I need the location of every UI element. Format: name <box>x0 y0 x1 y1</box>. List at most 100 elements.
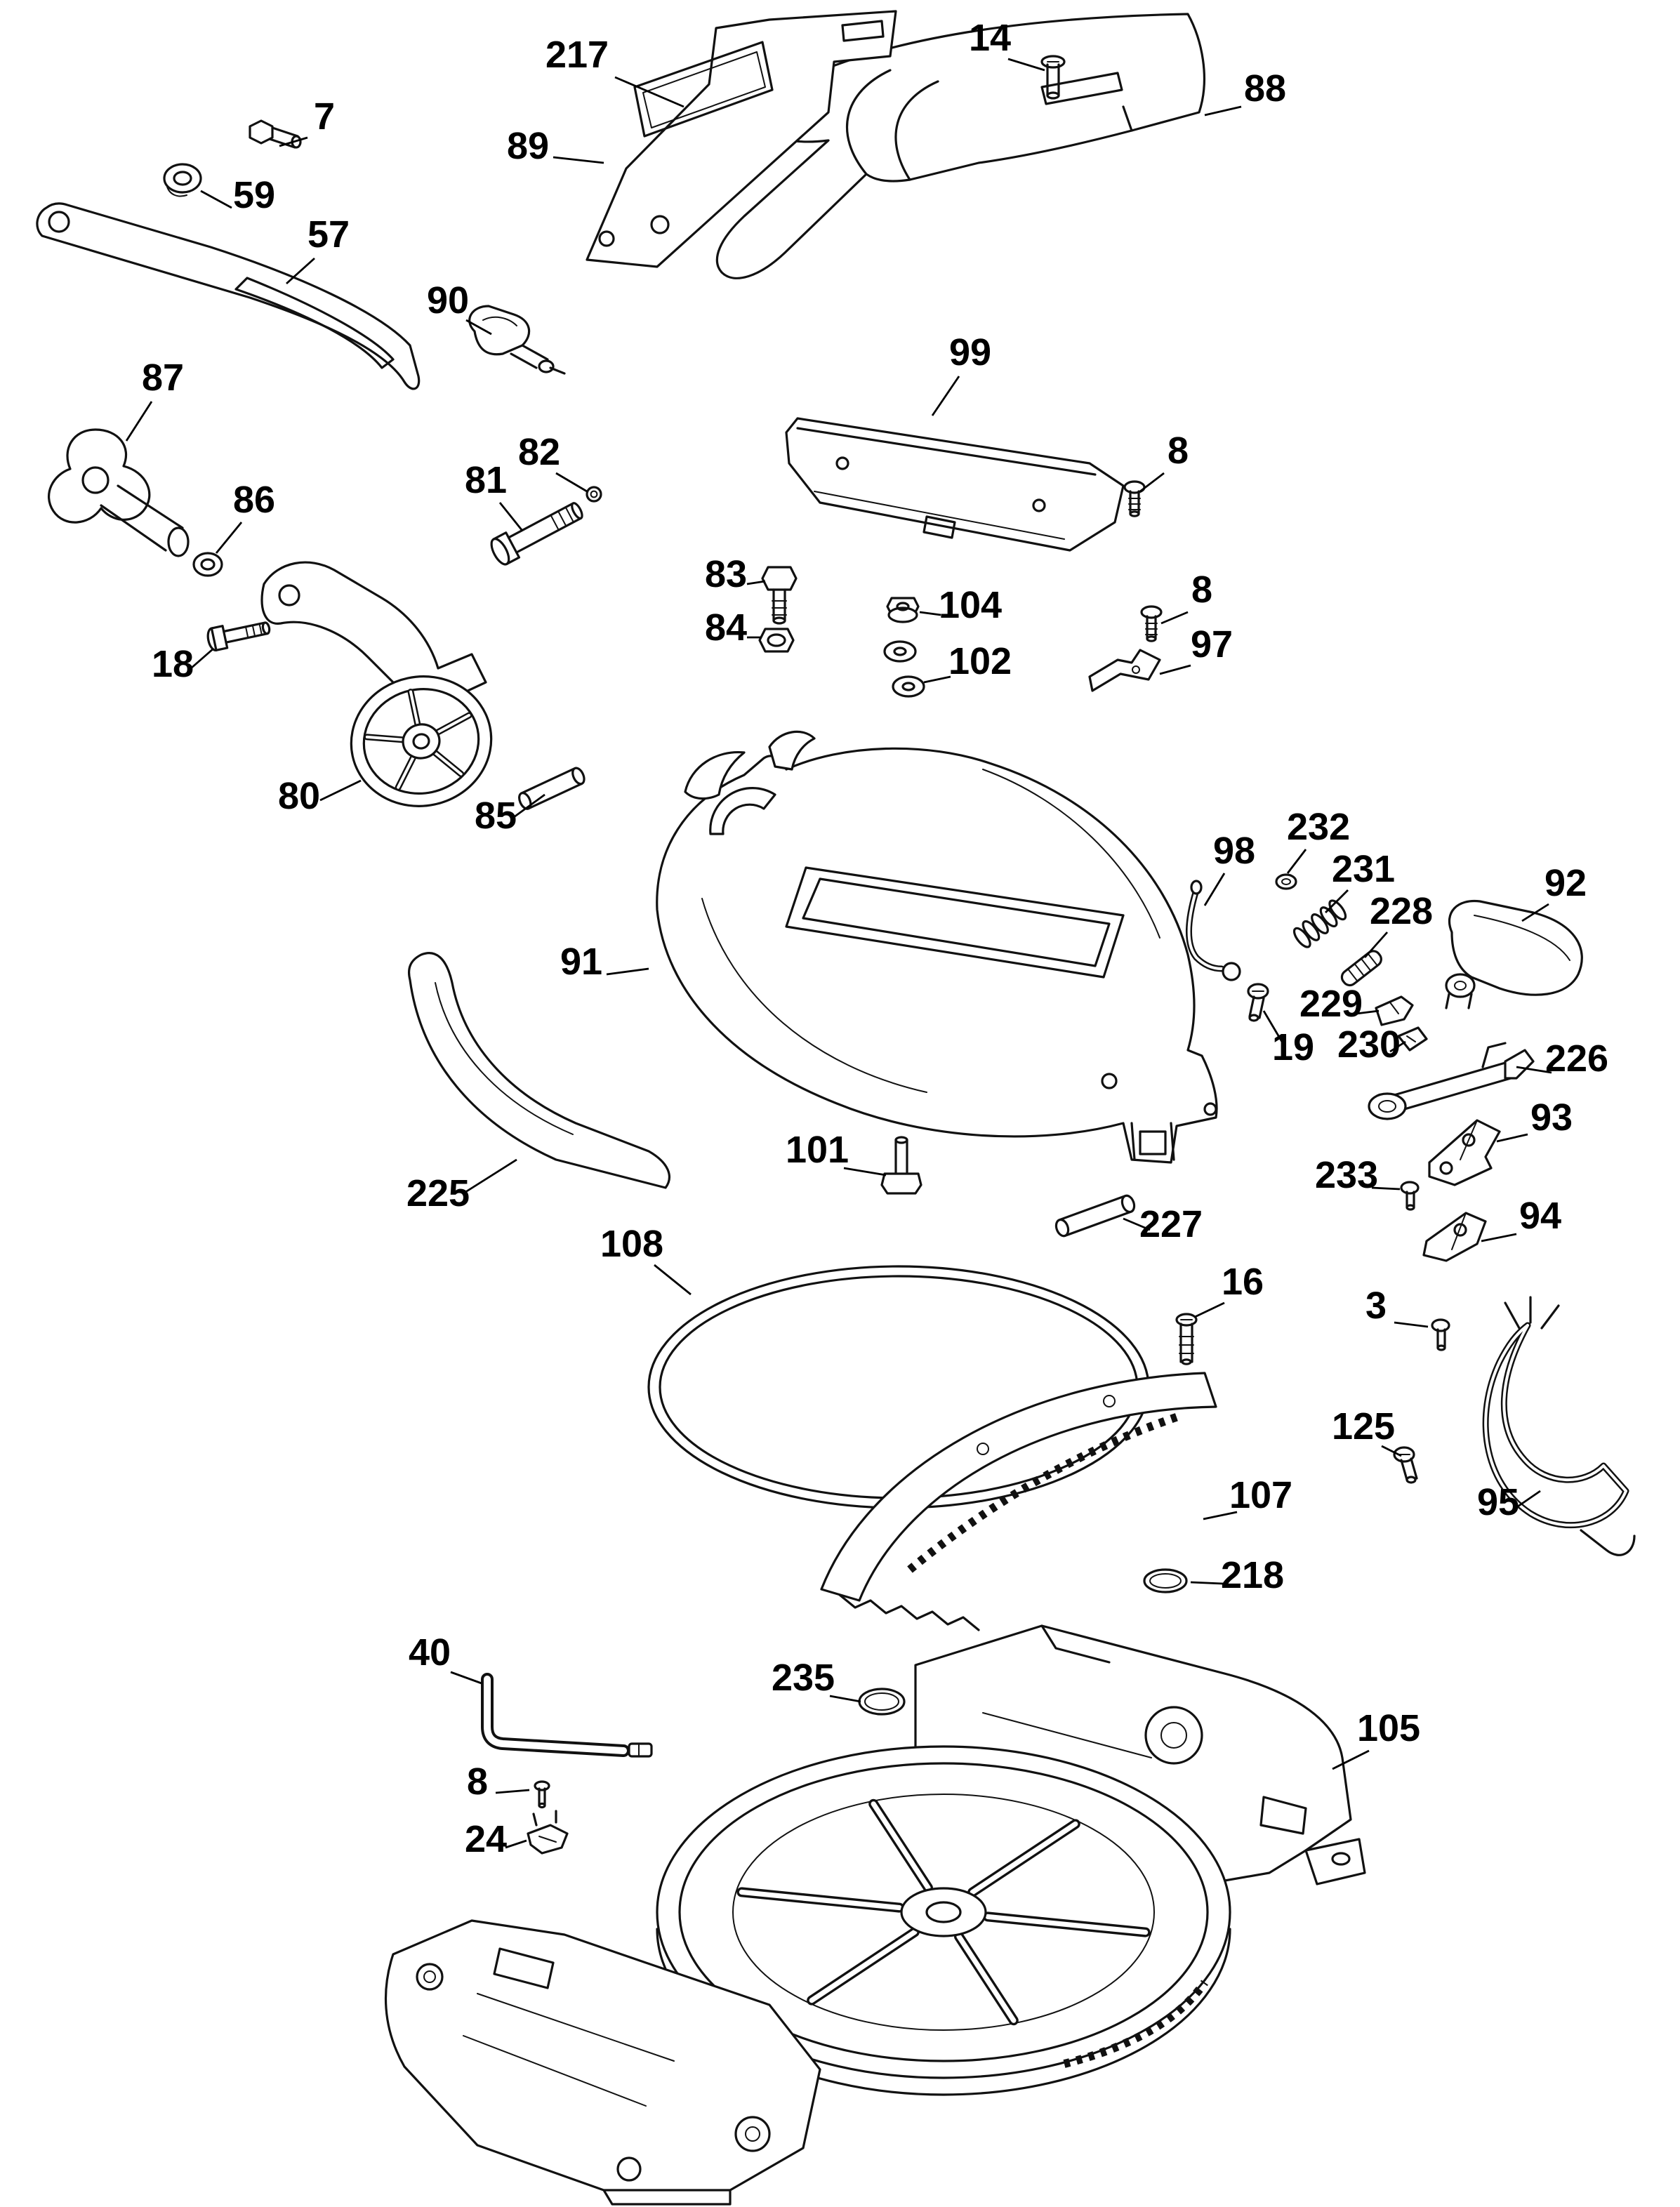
part-24-clip <box>527 1810 569 1855</box>
callout-leader-line <box>1332 1749 1370 1770</box>
part-85-pin <box>518 767 586 810</box>
callout-leader-line <box>463 1158 517 1195</box>
callout-label: 99 <box>949 331 991 373</box>
callout-label: 8 <box>1191 569 1212 611</box>
callout-label: 19 <box>1272 1026 1314 1068</box>
callout-leader-line <box>1481 1233 1517 1242</box>
callout-leader-line <box>614 76 684 108</box>
callout-label: 91 <box>560 941 602 983</box>
callout-leader-line <box>1203 873 1226 906</box>
part-82-washer <box>586 486 602 503</box>
callout-leader-line <box>1394 1321 1429 1328</box>
part-7-screw <box>249 119 302 149</box>
callout-label: 57 <box>307 213 350 256</box>
callout-8-18: 8 <box>1160 569 1212 625</box>
callout-105-48: 105 <box>1332 1707 1420 1770</box>
callout-8-12: 8 <box>1139 430 1189 493</box>
callout-leader-line <box>1516 1066 1552 1074</box>
callout-leader-line <box>200 190 232 209</box>
callout-3-41: 3 <box>1365 1285 1429 1328</box>
callout-125-42: 125 <box>1332 1405 1402 1457</box>
callout-8-49: 8 <box>467 1761 530 1803</box>
callout-90-7: 90 <box>427 279 492 336</box>
callout-228-26: 228 <box>1363 890 1433 958</box>
part-95-spring-clip <box>1482 1296 1636 1556</box>
callout-leader-line <box>1496 1133 1528 1143</box>
callout-label: 92 <box>1545 862 1587 904</box>
callout-229-30: 229 <box>1299 983 1380 1025</box>
callout-leader-line <box>1194 1301 1225 1318</box>
part-107-kerf-plate <box>820 1372 1217 1631</box>
callout-89-5: 89 <box>507 125 604 167</box>
callout-label: 88 <box>1244 67 1286 110</box>
callout-label: 235 <box>772 1657 835 1699</box>
callout-label: 107 <box>1229 1474 1292 1516</box>
callout-92-27: 92 <box>1521 862 1587 922</box>
callout-leader-line <box>1160 611 1189 625</box>
callout-85-22: 85 <box>475 793 545 837</box>
callout-57-6: 57 <box>286 213 350 285</box>
part-125-screw <box>1393 1446 1418 1484</box>
callout-107-43: 107 <box>1203 1474 1292 1520</box>
callout-leader-line <box>923 675 951 684</box>
callout-label: 81 <box>465 459 507 501</box>
part-83-bolt <box>761 566 798 625</box>
callout-leader-line <box>1007 58 1045 72</box>
part-98-lever <box>1185 880 1241 981</box>
part-218-o-ring <box>1143 1568 1188 1593</box>
callout-label: 218 <box>1221 1554 1284 1596</box>
callout-19-29: 19 <box>1262 1010 1314 1068</box>
callout-81-11: 81 <box>465 459 524 531</box>
part-14-screw <box>1040 55 1066 100</box>
callout-leader-line <box>286 257 315 285</box>
callout-leader-line <box>279 136 308 147</box>
callout-leader-line <box>450 1671 482 1685</box>
callout-label: 7 <box>314 95 335 138</box>
part-81-bolt <box>490 502 583 566</box>
callout-label: 24 <box>465 1818 507 1860</box>
callout-leader-line <box>190 647 214 670</box>
callout-98-23: 98 <box>1203 830 1255 906</box>
part-92-lock-lever <box>1445 899 1583 1009</box>
callout-label: 8 <box>1168 430 1189 472</box>
callout-leader-line <box>843 1167 887 1177</box>
callout-218-45: 218 <box>1190 1554 1284 1596</box>
callout-99-8: 99 <box>931 331 991 416</box>
callout-225-36: 225 <box>406 1158 517 1214</box>
callout-leader-line <box>1363 932 1389 958</box>
callout-80-21: 80 <box>278 775 362 817</box>
callout-94-38: 94 <box>1481 1195 1561 1242</box>
part-102-washers <box>883 640 925 698</box>
part-97-bracket <box>1088 649 1161 692</box>
callout-leader-line <box>1190 1581 1224 1585</box>
callout-label: 97 <box>1191 623 1233 665</box>
callout-leader-line <box>654 1264 692 1296</box>
part-225-guard-section <box>407 952 670 1189</box>
callout-label: 18 <box>152 643 194 685</box>
part-91-guard-housing <box>656 730 1218 1164</box>
part-8-screw-c <box>534 1780 550 1809</box>
part-90-knob <box>468 305 566 375</box>
callout-18-20: 18 <box>152 643 214 685</box>
part-87-star-knob <box>47 428 190 557</box>
callout-label: 230 <box>1337 1023 1401 1066</box>
callout-leader-line <box>513 793 545 818</box>
callout-leader-line <box>215 522 243 554</box>
callout-leader-line <box>1389 1040 1406 1053</box>
part-18-screw <box>206 621 271 651</box>
part-105-base-assembly <box>384 1624 1366 2206</box>
callout-label: 104 <box>939 584 1002 626</box>
callout-leader-line <box>1381 1445 1402 1457</box>
part-19-screw <box>1247 983 1269 1022</box>
callout-84-16: 84 <box>705 607 761 649</box>
exploded-view-artwork <box>36 10 1636 2206</box>
part-104-nut <box>886 597 920 623</box>
part-93-bracket <box>1428 1119 1501 1186</box>
callout-91-28: 91 <box>560 941 649 983</box>
callout-label: 217 <box>545 34 609 76</box>
callout-14-1: 14 <box>969 17 1045 72</box>
callout-label: 105 <box>1357 1707 1420 1749</box>
callout-59-4: 59 <box>200 174 275 216</box>
